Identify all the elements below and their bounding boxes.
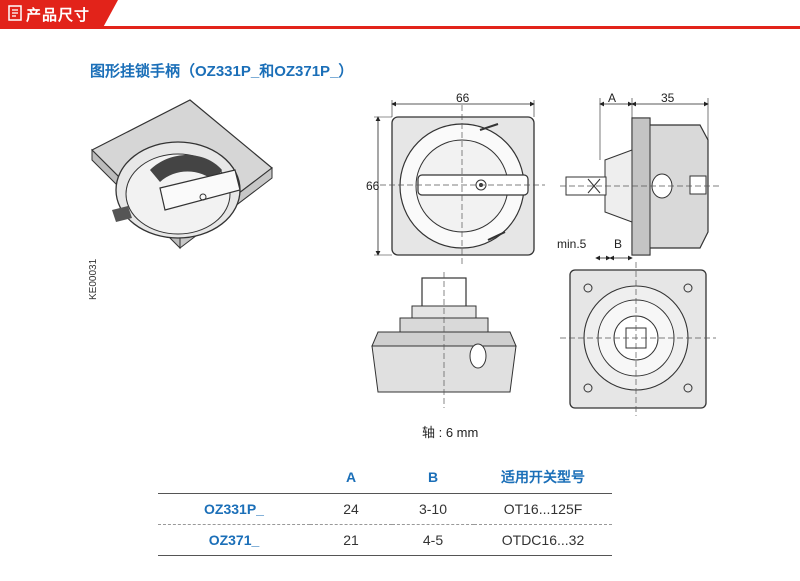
column-header [158,461,310,494]
spec-table: A B 适用开关型号 OZ331P_ 24 3-10 OT16...125F O… [158,461,612,556]
a-cell: 21 [310,524,392,556]
a-cell: 24 [310,493,392,525]
model-cell: OZ371_ [158,524,310,556]
table-row: OZ331P_ 24 3-10 OT16...125F [158,493,612,525]
model-cell: OZ331P_ [158,493,310,525]
dim-b-label: B [614,237,622,251]
side-view: A 35 min.5 B [557,91,720,261]
dim-min-label: min.5 [557,237,587,251]
mechanism-side-view [371,272,517,408]
header-title: 产品尺寸 [26,7,91,24]
document-icon [8,5,22,21]
column-header-switch: 适用开关型号 [474,461,612,494]
switch-cell: OTDC16...32 [474,524,612,556]
b-cell: 4-5 [392,524,474,556]
column-header-b: B [392,461,474,494]
switch-cell: OT16...125F [474,493,612,525]
dim-height-label: 66 [366,179,380,193]
product-subtitle: 图形挂锁手柄（OZ331P_和OZ371P_） [90,63,354,80]
b-cell: 3-10 [392,493,474,525]
dim-depth-label: 35 [661,91,675,105]
column-header-a: A [310,461,392,494]
dim-width-label: 66 [456,91,470,105]
table-row: OZ371_ 21 4-5 OTDC16...32 [158,524,612,556]
section-header: 产品尺寸 [0,0,800,29]
perspective-view [90,99,273,250]
rear-view [560,262,716,416]
table-header-row: A B 适用开关型号 [158,461,612,494]
dimension-drawings: 66 66 A 35 min.5 B [90,91,720,416]
shaft-label: 轴 : 6 mm [422,425,479,440]
header-underline [0,26,800,29]
header-tab [0,0,118,26]
front-view: 66 66 [366,91,545,265]
dim-a-label: A [608,91,616,105]
